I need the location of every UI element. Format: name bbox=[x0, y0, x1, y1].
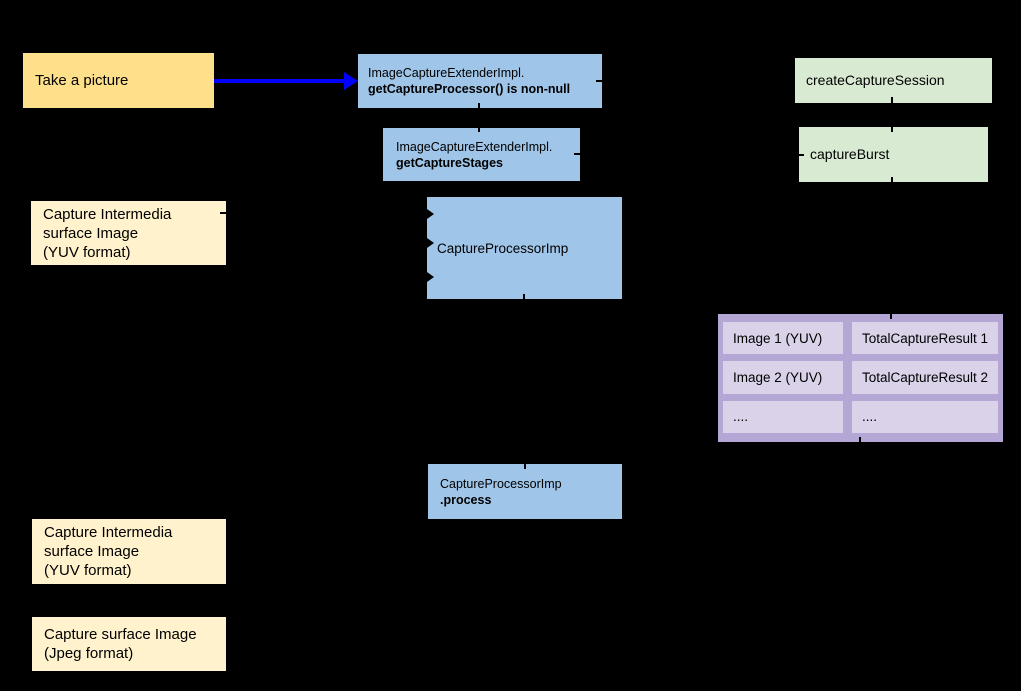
node-capture-processor-process-line2: .process bbox=[440, 492, 492, 507]
connector-tick bbox=[574, 153, 580, 155]
arrow-take-picture-to-processor bbox=[214, 79, 346, 83]
node-capture-intermedia-top-line2: surface Image bbox=[43, 224, 139, 242]
connector-tick bbox=[890, 314, 892, 319]
node-take-a-picture: Take a picture bbox=[23, 53, 214, 108]
node-capture-surface-jpeg-line2: (Jpeg format) bbox=[44, 645, 134, 662]
node-capture-surface-jpeg-line1: Capture surface Image bbox=[44, 626, 197, 643]
node-capture-burst-label: captureBurst bbox=[810, 146, 890, 162]
connector-tick bbox=[891, 177, 893, 182]
node-create-capture-session-label: createCaptureSession bbox=[806, 72, 945, 88]
node-get-capture-stages-line1: ImageCaptureExtenderImpl. bbox=[396, 139, 553, 154]
node-capture-intermedia-bottom-line3: (YUV format) bbox=[44, 562, 132, 579]
node-capture-intermedia-top-line1: Capture Intermedia bbox=[43, 205, 172, 223]
node-capture-processor-process: CaptureProcessorImp .process bbox=[428, 464, 622, 519]
connector-tick bbox=[478, 127, 480, 132]
capture-results-table: Image 1 (YUV) TotalCaptureResult 1 Image… bbox=[718, 314, 1003, 442]
table-cell-result-1: TotalCaptureResult 1 bbox=[852, 322, 998, 355]
connector-arrowhead-icon bbox=[427, 238, 434, 248]
node-capture-intermedia-bottom-line2: surface Image bbox=[44, 543, 140, 560]
connector-tick bbox=[891, 97, 893, 103]
node-capture-processor-imp: CaptureProcessorImp bbox=[427, 197, 622, 299]
table-cell-result-more: .... bbox=[852, 400, 998, 433]
connector-tick bbox=[524, 464, 526, 469]
node-capture-surface-jpeg: Capture surface Image (Jpeg format) bbox=[32, 617, 226, 671]
node-capture-intermedia-surface-bottom: Capture Intermedia surface Image (YUV fo… bbox=[32, 519, 226, 584]
node-get-capture-stages-line2: getCaptureStages bbox=[396, 155, 503, 170]
connector-arrowhead-icon bbox=[427, 209, 434, 219]
table-cell-image-2: Image 2 (YUV) bbox=[723, 361, 843, 394]
connector-tick bbox=[891, 127, 893, 132]
connector-arrowhead-icon bbox=[427, 272, 434, 282]
connector-tick bbox=[859, 437, 861, 442]
node-get-capture-stages: ImageCaptureExtenderImpl. getCaptureStag… bbox=[383, 128, 580, 181]
arrow-head-icon bbox=[344, 72, 358, 90]
node-capture-processor-process-line1: CaptureProcessorImp bbox=[440, 476, 562, 491]
node-capture-processor-imp-label: CaptureProcessorImp bbox=[437, 240, 569, 256]
node-create-capture-session: createCaptureSession bbox=[795, 58, 992, 103]
node-capture-intermedia-top-line3: (YUV format) bbox=[43, 243, 131, 261]
connector-tick bbox=[596, 80, 602, 82]
table-cell-image-1: Image 1 (YUV) bbox=[723, 322, 843, 355]
node-get-capture-processor: ImageCaptureExtenderImpl. getCaptureProc… bbox=[358, 54, 602, 108]
node-get-capture-processor-line2: getCaptureProcessor() is non-null bbox=[368, 82, 571, 96]
table-cell-image-more: .... bbox=[723, 400, 843, 433]
connector-tick bbox=[478, 103, 480, 109]
node-take-a-picture-label: Take a picture bbox=[35, 72, 129, 89]
connector-tick bbox=[523, 294, 525, 300]
connector-tick bbox=[220, 212, 226, 214]
node-capture-intermedia-surface-top: Capture Intermedia surface Image (YUV fo… bbox=[31, 201, 226, 265]
node-capture-burst: captureBurst bbox=[799, 127, 988, 182]
connector-tick bbox=[799, 154, 804, 156]
node-get-capture-processor-line1: ImageCaptureExtenderImpl. bbox=[368, 66, 525, 80]
table-cell-result-2: TotalCaptureResult 2 bbox=[852, 361, 998, 394]
node-capture-intermedia-bottom-line1: Capture Intermedia bbox=[44, 524, 173, 541]
